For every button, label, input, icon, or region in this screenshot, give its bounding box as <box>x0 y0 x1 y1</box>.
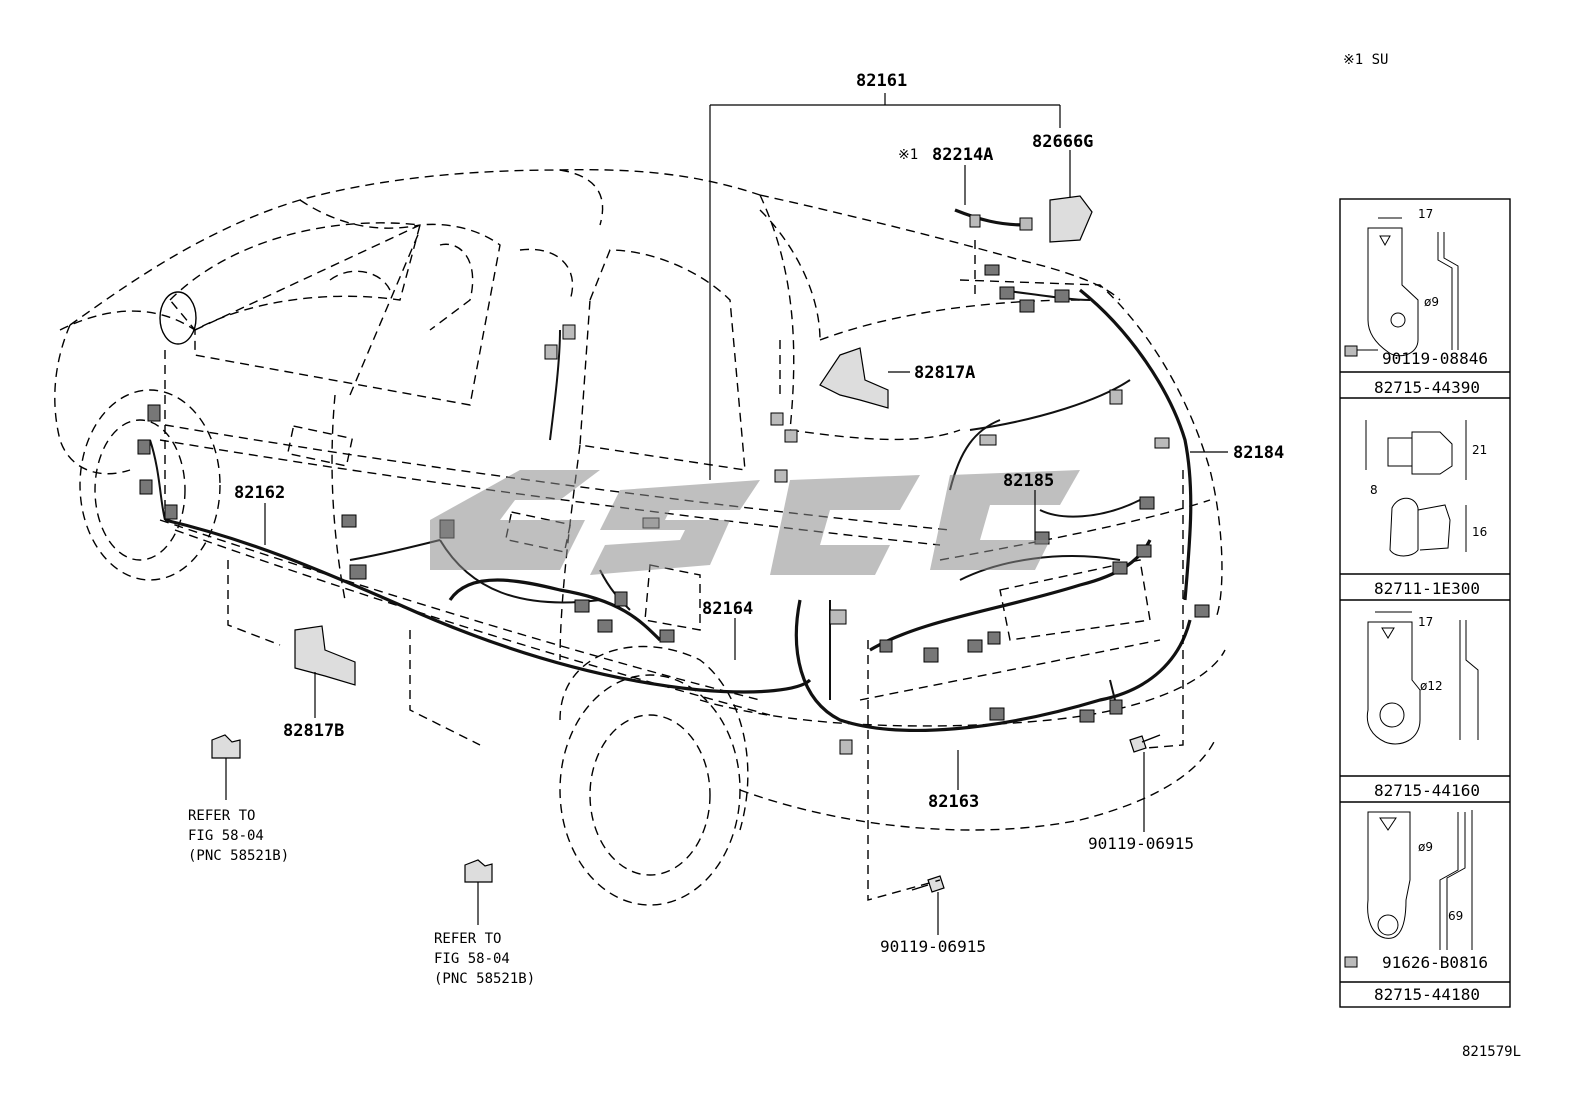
p4-bolt: 91626-B0816 <box>1382 953 1488 972</box>
fastener-side-panel: 17 ø9 90119-08846 82715-44390 21 8 16 82… <box>1339 198 1511 1008</box>
location-dashed-boxes <box>227 240 1184 901</box>
callout-82817a: 82817A <box>914 363 975 383</box>
p1-dim: 17 <box>1418 207 1433 221</box>
refer-note-middle: REFER TO FIG 58-04 (PNC 58521B) <box>434 931 535 987</box>
panel-3-bracket: 17 ø12 82715-44160 <box>1366 611 1480 800</box>
callout-90119-06915-center: 90119-06915 <box>880 937 986 956</box>
callout-82164: 82164 <box>702 599 753 619</box>
watermark-logo <box>430 470 1080 575</box>
p3-hole: ø12 <box>1420 679 1443 693</box>
refer-mid-line1: REFER TO <box>434 931 501 947</box>
callout-82162: 82162 <box>234 483 285 503</box>
callout-82161: 82161 <box>856 71 907 91</box>
p2-part: 82711-1E300 <box>1374 579 1480 598</box>
p2-dim-c: 16 <box>1472 525 1487 539</box>
p3-part: 82715-44160 <box>1374 781 1480 800</box>
callout-90119-06915-right: 90119-06915 <box>1088 834 1194 853</box>
p1-part: 82715-44390 <box>1374 378 1480 397</box>
refer-left-line2: FIG 58-04 <box>188 828 264 844</box>
p4-hole: ø9 <box>1418 840 1433 854</box>
p3-dim: 17 <box>1418 615 1433 629</box>
refer-left-line3: (PNC 58521B) <box>188 848 289 864</box>
figure-id: 821579L <box>1462 1044 1521 1060</box>
p1-hole: ø9 <box>1424 295 1439 309</box>
clip-left <box>211 734 241 759</box>
callout-82214a-mark: ※1 <box>898 147 918 163</box>
panel-4-bracket: ø9 69 91626-B0816 82715-44180 <box>1344 810 1488 1004</box>
p4-part: 82715-44180 <box>1374 985 1480 1004</box>
callout-82163: 82163 <box>928 792 979 812</box>
p4-dim: 69 <box>1448 909 1463 923</box>
p2-dim-b: 8 <box>1370 483 1378 497</box>
bolt-90119-06915-right <box>1129 734 1161 753</box>
callout-82666g: 82666G <box>1032 132 1093 152</box>
harness-82666g <box>1049 195 1093 243</box>
panel-2-clip: 21 8 16 82711-1E300 <box>1365 420 1487 598</box>
bracket-82817b <box>294 625 356 686</box>
bracket-82817a <box>819 347 889 409</box>
leader-lines <box>225 93 1228 935</box>
callout-82817b: 82817B <box>283 721 344 741</box>
p1-bolt: 90119-08846 <box>1382 349 1488 368</box>
harness-connectors <box>137 214 1210 755</box>
callout-82214a: 82214A <box>932 145 993 165</box>
callout-82184: 82184 <box>1233 443 1284 463</box>
p2-dim-a: 21 <box>1472 443 1487 457</box>
panel-1-bracket: 17 ø9 90119-08846 82715-44390 <box>1344 207 1488 397</box>
wire-harnesses <box>149 208 1193 733</box>
refer-mid-line2: FIG 58-04 <box>434 951 510 967</box>
callout-82185: 82185 <box>1003 471 1054 491</box>
refer-note-left: REFER TO FIG 58-04 (PNC 58521B) <box>188 808 289 864</box>
header-note: ※1 SU <box>1343 52 1388 68</box>
refer-mid-line3: (PNC 58521B) <box>434 971 535 987</box>
vehicle-body-outline <box>54 168 1226 906</box>
callout-labels: 82161 ※1 82214A 82666G 82817A 82184 8218… <box>234 71 1284 956</box>
refer-left-line1: REFER TO <box>188 808 255 824</box>
clip-middle <box>464 859 493 883</box>
